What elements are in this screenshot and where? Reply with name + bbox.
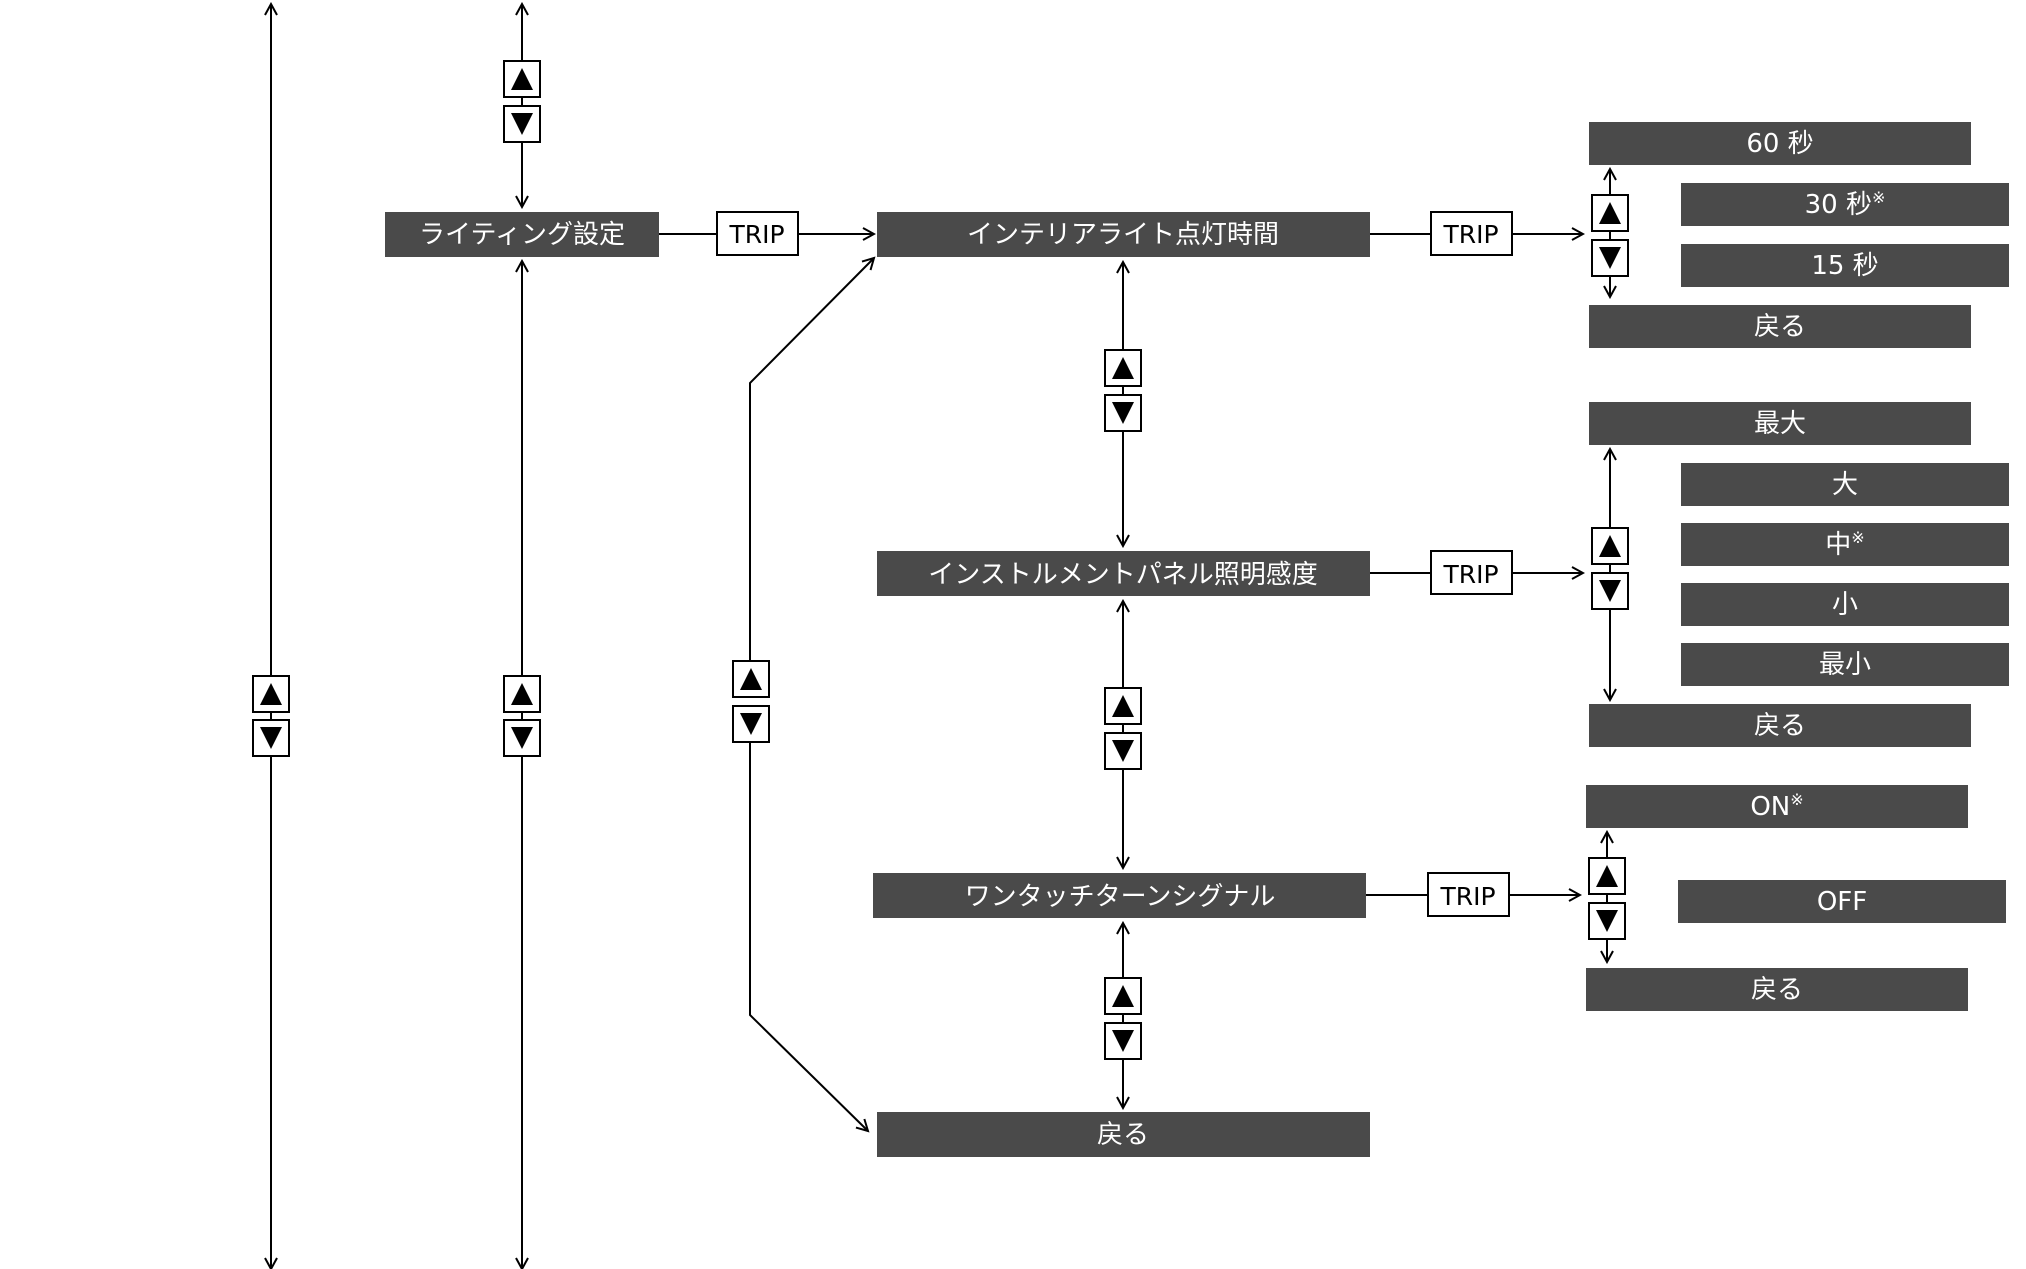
item2-down-button[interactable] xyxy=(1104,732,1142,770)
item1-up-button[interactable] xyxy=(1104,349,1142,387)
outer-down-button[interactable] xyxy=(252,719,290,757)
trip-button-3[interactable]: TRIP xyxy=(1427,872,1510,917)
option-back-1[interactable]: 戻る xyxy=(1589,305,1971,348)
option-30s[interactable]: 30 秒※ xyxy=(1681,183,2009,226)
inner-mid-down-button[interactable] xyxy=(503,719,541,757)
outer-up-button[interactable] xyxy=(252,675,290,713)
option-back-2[interactable]: 戻る xyxy=(1589,704,1971,747)
trip-button-2[interactable]: TRIP xyxy=(1430,550,1513,595)
option-label: 大 xyxy=(1832,470,1858,500)
option-label: ON※ xyxy=(1750,790,1803,822)
option-15s[interactable]: 15 秒 xyxy=(1681,244,2009,287)
option-label: OFF xyxy=(1817,887,1867,917)
loop-up-button[interactable] xyxy=(732,660,770,698)
opt1-down-button[interactable] xyxy=(1591,239,1629,277)
up-arrow-icon xyxy=(1596,865,1618,887)
up-arrow-icon xyxy=(511,683,533,705)
option-label: 最大 xyxy=(1754,409,1806,439)
trip-label: TRIP xyxy=(1442,220,1498,249)
menu-item-back[interactable]: 戻る xyxy=(877,1112,1370,1157)
option-label: 15 秒 xyxy=(1811,251,1878,281)
up-arrow-icon xyxy=(740,668,762,690)
up-arrow-icon xyxy=(1112,695,1134,717)
option-label: 戻る xyxy=(1754,312,1806,342)
down-arrow-icon xyxy=(1112,402,1134,424)
loop-down-button[interactable] xyxy=(732,705,770,743)
opt3-up-button[interactable] xyxy=(1588,857,1626,895)
opt3-down-button[interactable] xyxy=(1588,902,1626,940)
menu-item-label: 戻る xyxy=(1097,1120,1149,1150)
option-mid[interactable]: 中※ xyxy=(1681,523,2009,566)
menu-item-interior-light[interactable]: インテリアライト点灯時間 xyxy=(877,212,1370,257)
option-label: 戻る xyxy=(1754,711,1806,741)
inner-top-down-button[interactable] xyxy=(503,105,541,143)
option-min[interactable]: 最小 xyxy=(1681,643,2009,686)
menu-item-panel-brightness[interactable]: インストルメントパネル照明感度 xyxy=(877,551,1370,596)
item2-up-button[interactable] xyxy=(1104,687,1142,725)
inner-mid-up-button[interactable] xyxy=(503,675,541,713)
up-arrow-icon xyxy=(1112,985,1134,1007)
option-label: 中※ xyxy=(1825,528,1864,560)
option-low[interactable]: 小 xyxy=(1681,583,2009,626)
down-arrow-icon xyxy=(1596,910,1618,932)
trip-button-root[interactable]: TRIP xyxy=(716,211,799,256)
item3-down-button[interactable] xyxy=(1104,1022,1142,1060)
up-arrow-icon xyxy=(1112,357,1134,379)
root-menu-label: ライティング設定 xyxy=(419,220,625,250)
opt2-down-button[interactable] xyxy=(1591,572,1629,610)
option-label: 最小 xyxy=(1819,650,1871,680)
item1-down-button[interactable] xyxy=(1104,394,1142,432)
option-label: 戻る xyxy=(1751,975,1803,1005)
opt1-up-button[interactable] xyxy=(1591,194,1629,232)
trip-label: TRIP xyxy=(1439,882,1495,911)
up-arrow-icon xyxy=(1599,202,1621,224)
loop-path xyxy=(749,258,874,1131)
up-arrow-icon xyxy=(260,683,282,705)
menu-item-turn-signal[interactable]: ワンタッチターンシグナル xyxy=(873,873,1366,918)
option-label: 小 xyxy=(1832,590,1858,620)
down-arrow-icon xyxy=(1599,247,1621,269)
down-arrow-icon xyxy=(511,727,533,749)
up-arrow-icon xyxy=(511,68,533,90)
down-arrow-icon xyxy=(260,727,282,749)
option-label: 60 秒 xyxy=(1746,129,1813,159)
menu-item-label: ワンタッチターンシグナル xyxy=(965,882,1276,912)
inner-top-up-button[interactable] xyxy=(503,60,541,98)
option-back-3[interactable]: 戻る xyxy=(1586,968,1968,1011)
option-high[interactable]: 大 xyxy=(1681,463,2009,506)
menu-item-label: インストルメントパネル照明感度 xyxy=(928,560,1317,590)
down-arrow-icon xyxy=(740,713,762,735)
opt2-up-button[interactable] xyxy=(1591,527,1629,565)
menu-item-label: インテリアライト点灯時間 xyxy=(967,220,1279,250)
option-label: 30 秒※ xyxy=(1805,188,1886,220)
down-arrow-icon xyxy=(1112,740,1134,762)
root-menu-box[interactable]: ライティング設定 xyxy=(385,212,659,257)
down-arrow-icon xyxy=(1599,580,1621,602)
up-arrow-icon xyxy=(1599,535,1621,557)
down-arrow-icon xyxy=(511,113,533,135)
trip-label: TRIP xyxy=(1442,560,1498,589)
trip-button-1[interactable]: TRIP xyxy=(1430,211,1513,256)
option-60s[interactable]: 60 秒 xyxy=(1589,122,1971,165)
option-off[interactable]: OFF xyxy=(1678,880,2006,923)
down-arrow-icon xyxy=(1112,1030,1134,1052)
option-on[interactable]: ON※ xyxy=(1586,785,1968,828)
trip-label: TRIP xyxy=(728,220,784,249)
option-max[interactable]: 最大 xyxy=(1589,402,1971,445)
item3-up-button[interactable] xyxy=(1104,977,1142,1015)
